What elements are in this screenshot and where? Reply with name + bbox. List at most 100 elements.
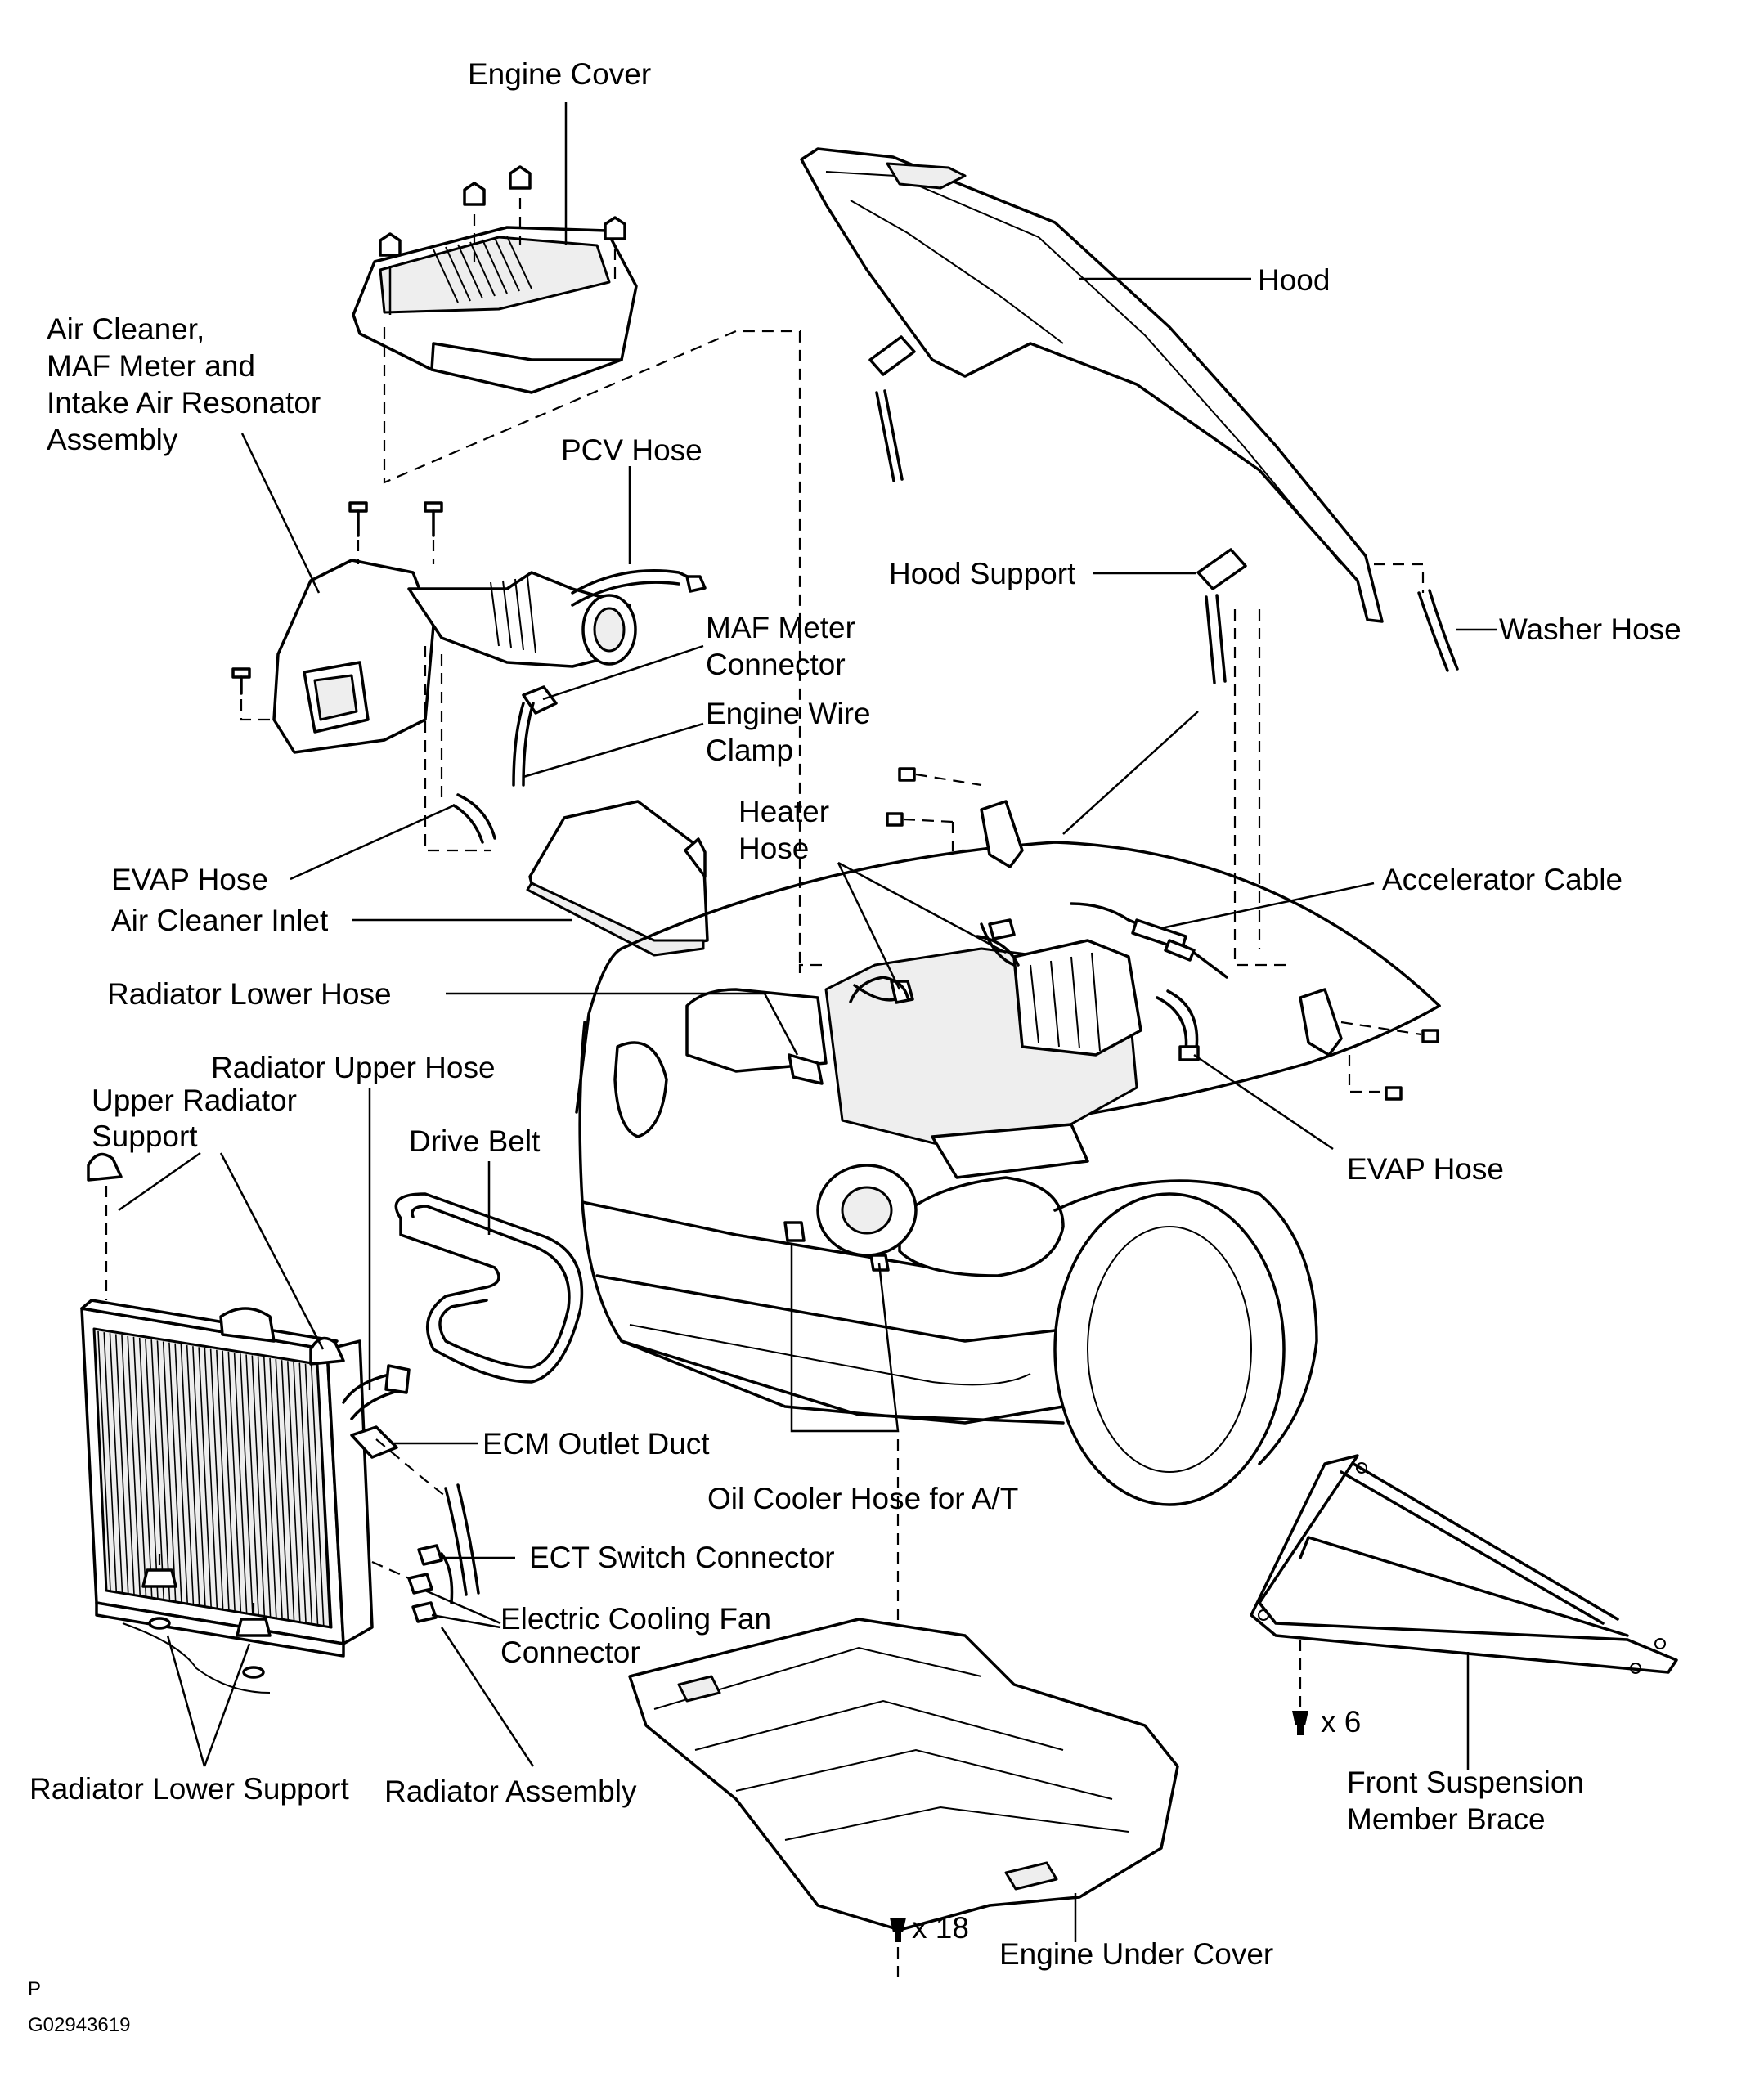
accelerator-cable-label: Accelerator Cable [1382,863,1623,896]
upper-radiator-support-label-line-2: Support [92,1120,198,1153]
air-cleaner-bolt [348,501,368,564]
hood-guide [1233,609,1292,967]
engine-cover-label: Engine Cover [468,57,651,91]
radiator-upper-hose-drawing [342,1364,411,1420]
upper-radiator-support-label-line-1: Upper Radiator [92,1084,297,1117]
bracket-bolt [1348,1055,1403,1101]
air-cleaner-label-line-2: MAF Meter and [47,349,255,383]
hood-label: Hood [1258,263,1330,297]
air-cleaner-guide [424,646,491,852]
heater-hose-leader [837,861,1007,954]
cooling-fan-connector-label-line-2: Connector [500,1636,640,1669]
radiator-assembly-drawing [80,1299,374,1658]
air-cleaner-inlet-label: Air Cleaner Inlet [111,904,329,937]
radiator-fin [109,1333,123,1593]
hood-support-guide [1062,711,1199,835]
air-cleaner-guide [798,963,822,973]
front-brace-label-line-1: Front Suspension [1347,1766,1584,1799]
hood-drawing [800,147,1384,623]
engine-cover-nut [509,165,532,245]
maf-connector-label-line-1: MAF Meter [706,611,855,644]
hood-support-label: Hood Support [889,557,1076,590]
engine-under-cover-drawing [628,1618,1179,1932]
oil-cooler-hose-drawing [783,1221,890,1272]
air-cleaner-label-line-4: Assembly [47,423,178,456]
radiator-upper-hose-label: Radiator Upper Hose [211,1051,496,1084]
cooling-fan-connector-leader [431,1613,501,1629]
hood-support-strut-upper [868,335,916,482]
hood-hinge [1299,988,1343,1057]
radiator-fin [186,1344,200,1605]
radiator-fin [198,1347,212,1608]
radiator-fin [222,1350,236,1612]
maf-connector-leader [542,644,704,701]
radiator-lower-support-leader [166,1635,206,1767]
air-cleaner-label-line-1: Air Cleaner, [47,312,204,346]
bolt-icon [1292,1711,1308,1735]
heater-hose-label-line-1: Heater [738,795,829,828]
air-cleaner-label-line-3: Intake Air Resonator [47,386,321,420]
upper-radiator-support-right [309,1336,345,1366]
radiator-fin [156,1340,171,1600]
radiator-fin [245,1354,259,1615]
radiator-lower-support-drawing [122,1554,272,1694]
radiator-fin [180,1344,195,1604]
radiator-fin [251,1355,266,1616]
maf-connector-drawing [512,685,558,787]
radiator-fin [281,1360,295,1621]
radiator-fin [316,1365,330,1627]
radiator-fin [304,1363,319,1625]
radiator-fin [138,1337,153,1598]
bracket-bolt [886,812,981,852]
heater-hose-label-line-2: Hose [738,832,809,865]
radiator-fin [293,1362,307,1623]
air-cleaner-assembly-drawing [231,501,707,754]
cooling-fan-connector-label-line-1: Electric Cooling Fan [500,1602,771,1636]
cooling-fan-connector-leader [424,1589,501,1625]
radiator-fin [263,1357,277,1618]
evap-hose-left-drawing [452,793,496,844]
radiator-fin [298,1362,313,1624]
air-cleaner-leader [240,433,321,594]
radiator-fin [204,1348,218,1609]
radiator-lower-hose-drawing [788,1053,824,1085]
brace-bolt-qty: x 6 [1321,1705,1361,1739]
washer-hose-label: Washer Hose [1499,612,1681,646]
air-cleaner-inlet-drawing [526,800,709,957]
engine-wire-clamp-leader [523,722,704,779]
ecm-outlet-duct-drawing [350,1425,480,1596]
evap-hose-right-leader [1193,1053,1334,1151]
radiator-fin [269,1357,283,1619]
engine-wire-clamp-label-line-1: Engine Wire [706,697,871,730]
radiator-fin [257,1356,272,1618]
radiator-fin [275,1359,290,1620]
air-cleaner-bolt [231,667,274,721]
bracket-bolt [898,767,982,787]
radiator-fin [103,1332,118,1592]
radiator-fin [216,1349,230,1610]
maf-connector-label-line-2: Connector [706,648,846,681]
radiator-fin [233,1353,248,1613]
radiator-fin [240,1353,254,1614]
pcv-hose-label: PCV Hose [561,433,702,467]
radiator-fin [162,1341,177,1602]
radiator-fin [168,1342,182,1603]
upper-radiator-support-leader [219,1152,325,1350]
engine-cover-drawing [352,165,638,394]
evap-hose-right-label: EVAP Hose [1347,1152,1504,1186]
evap-hose-left-leader [290,804,455,881]
hood-support-strut [1196,548,1247,684]
radiator-lower-support-label: Radiator Lower Support [29,1772,349,1806]
radiator-lower-hose-label: Radiator Lower Hose [107,977,392,1011]
heater-hose-leader [837,862,901,990]
vehicle-front-drawing [575,841,1441,1506]
washer-hose-drawing [1374,563,1459,672]
radiator-fin [227,1351,242,1613]
ect-switch-connector-label: ECT Switch Connector [529,1541,835,1574]
ect-switch-connector-drawing [417,1544,454,1604]
engine-cover-guide [383,327,801,965]
bolt-icon [890,1918,906,1942]
figure-code: G02943619 [28,2014,130,2036]
